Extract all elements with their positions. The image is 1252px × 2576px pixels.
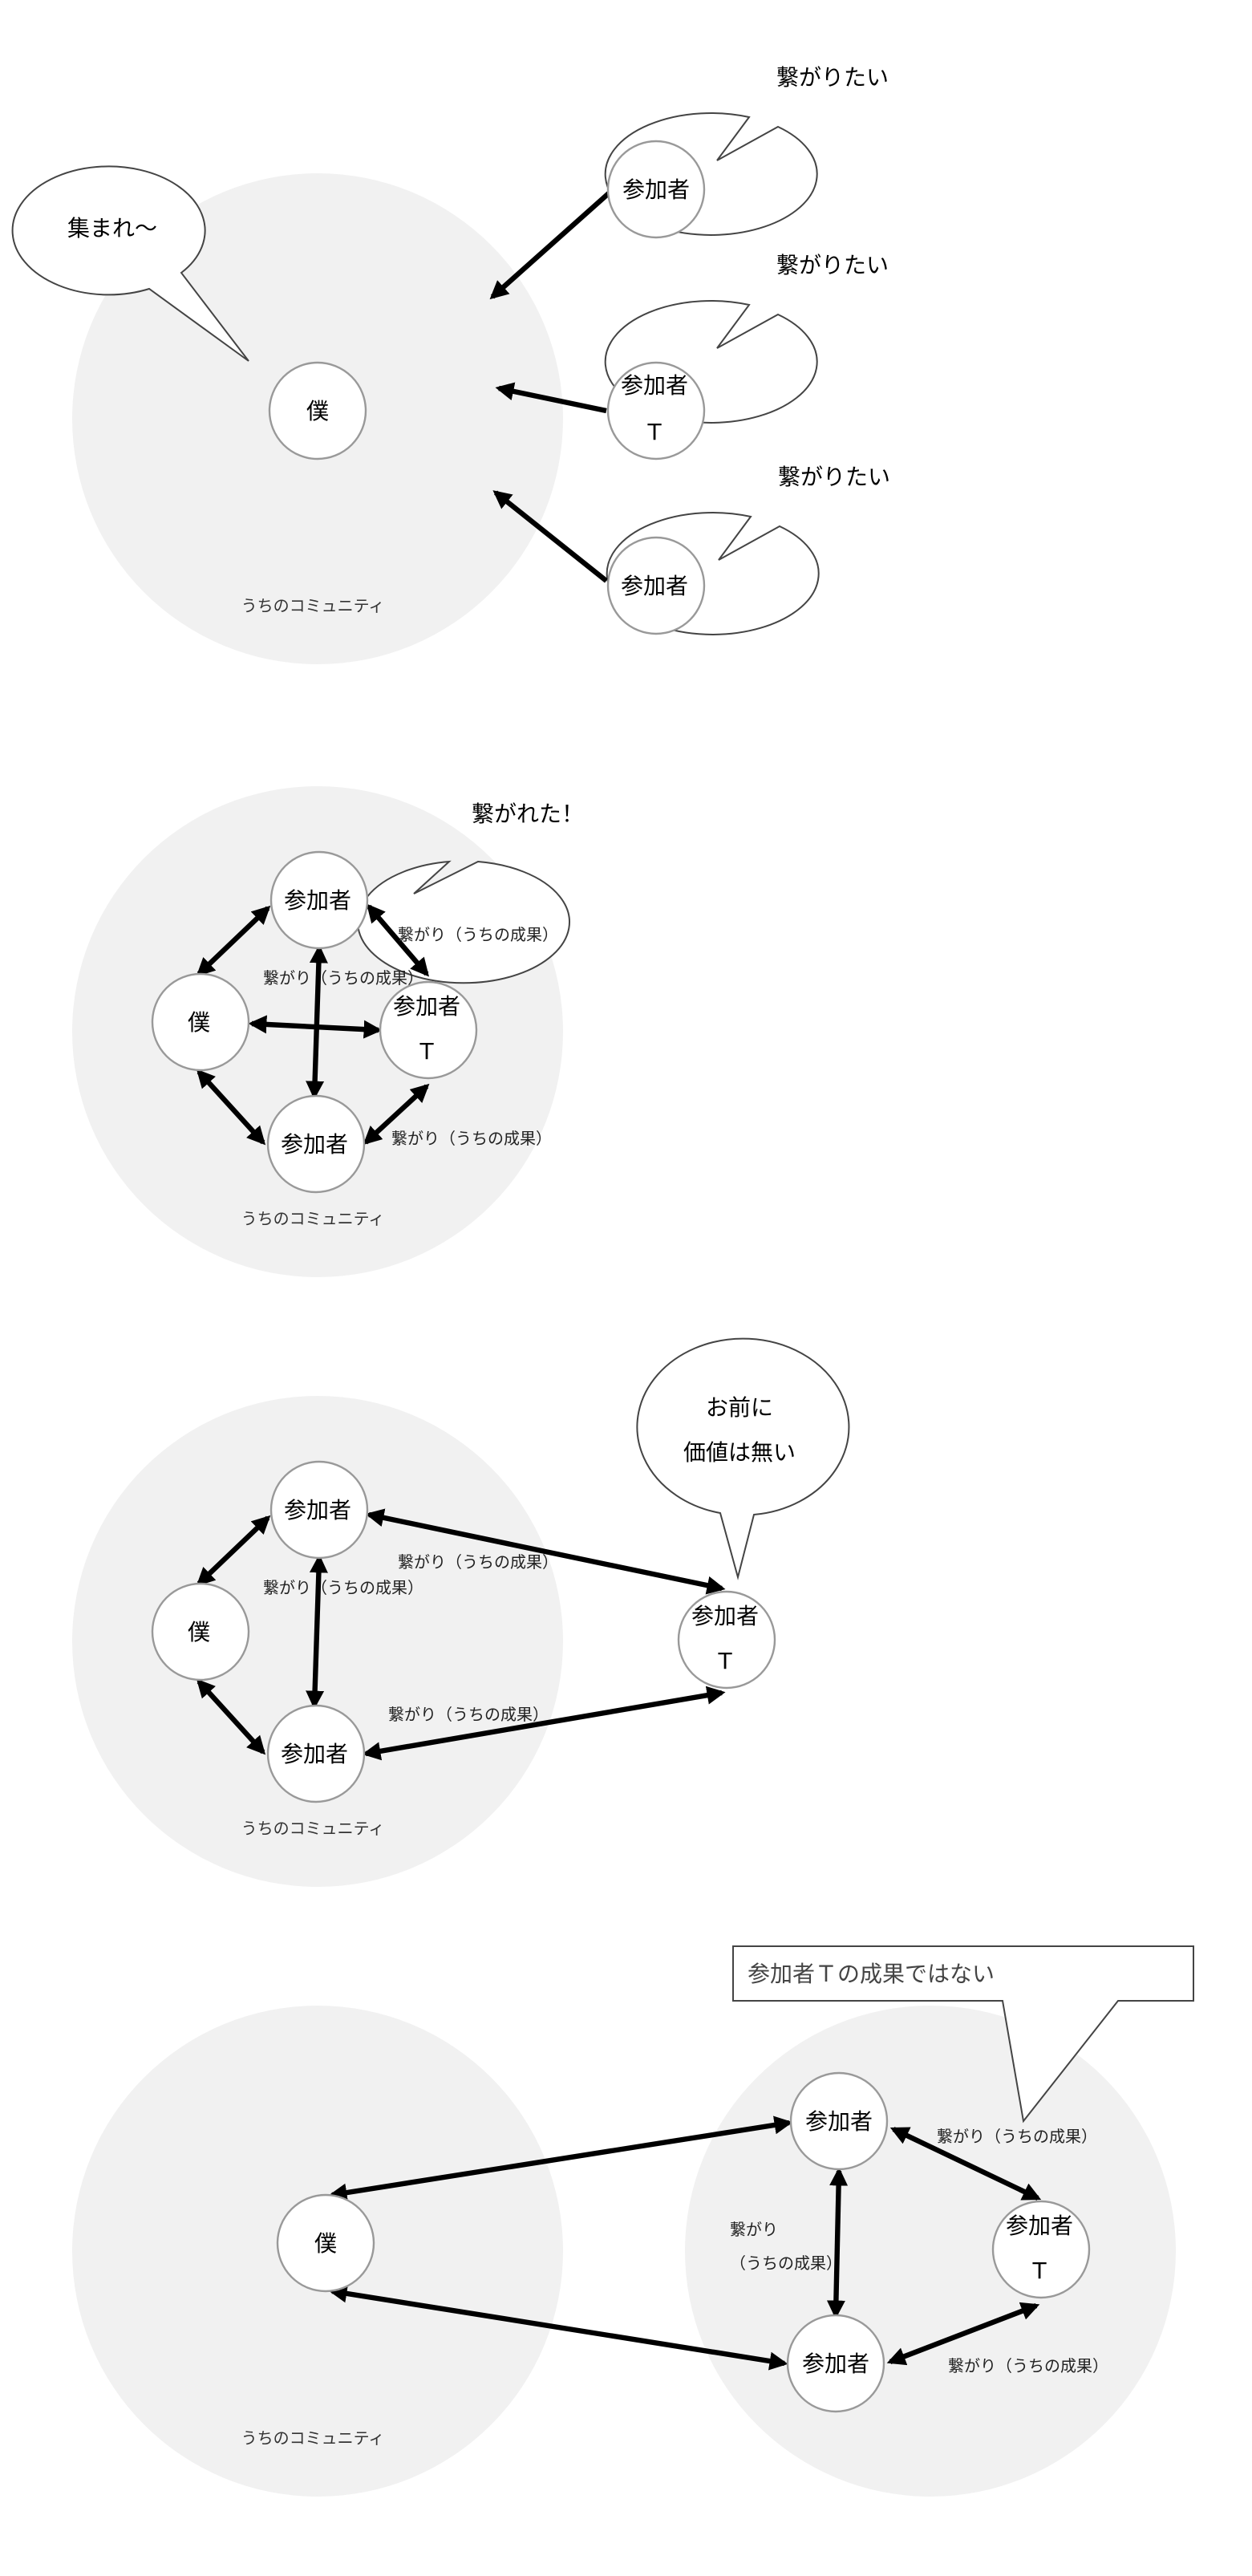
node-label: 参加者 (281, 1131, 348, 1158)
node-label: 参加者 (393, 993, 460, 1020)
node-participant (269, 850, 369, 950)
edge-label: 繋がり（うちの成果） (398, 1552, 558, 1572)
connection-arrow (365, 1508, 726, 1595)
edge-label: 繋がり（うちの成果） (263, 1578, 423, 1597)
node-me (268, 361, 367, 460)
node-label-t: T (717, 1648, 732, 1674)
arrow (495, 382, 607, 414)
connection-arrow (886, 2302, 1040, 2366)
bubble-text: 繋がれた！ (472, 801, 584, 827)
node-participant-t (606, 361, 706, 460)
callout-text: 参加者Ｔの成果ではない (748, 1961, 995, 1987)
callout-box (732, 1945, 1194, 2124)
bubble-text: 集まれ〜 (67, 215, 157, 241)
node-label: 参加者 (621, 372, 688, 399)
edge-label: 繋がり (730, 2220, 778, 2239)
other-community-circle (685, 2006, 1176, 2497)
node-participant-t (379, 980, 478, 1080)
node-label: 参加者 (621, 573, 688, 599)
connection-arrow (196, 905, 271, 977)
connection-arrow (196, 1515, 271, 1587)
bubble-text: 価値は無い (683, 1439, 796, 1466)
arrow (492, 490, 608, 583)
connection-arrow (306, 1554, 328, 1710)
node-participant (789, 2071, 889, 2171)
community-label: うちのコミュニティ (241, 596, 385, 615)
panel-rejected: うちのコミュニティ お前に 価値は無い 繋がり（うちの成果） 繋がり（うちの成果… (72, 1337, 850, 1887)
node-participant (606, 536, 706, 635)
node-label: 参加者 (805, 2108, 873, 2135)
bubble-text: 繋がりたい (776, 252, 889, 278)
bubble-text: 繋がりたい (778, 464, 890, 490)
bubble-text: 繋がりたい (776, 64, 889, 91)
edge-label: 繋がり（うちの成果） (948, 2356, 1108, 2375)
connection-arrow (367, 903, 429, 977)
connection-arrow (328, 2284, 788, 2371)
node-label-t: T (1031, 2258, 1047, 2284)
connection-arrow (363, 1083, 430, 1146)
community-label: うちのコミュニティ (241, 1819, 385, 1838)
node-label: 参加者 (284, 887, 351, 914)
node-label: 参加者 (281, 1741, 348, 1767)
node-label-t: T (646, 419, 662, 445)
connection-arrow (306, 944, 328, 1100)
edge-label: 繋がり（うちの成果） (388, 1705, 549, 1724)
node-label: 僕 (188, 1009, 210, 1036)
speech-bubble (636, 1337, 850, 1580)
node-participant-t (991, 2200, 1091, 2299)
community-label: うちのコミュニティ (241, 2428, 385, 2448)
panel-connected: うちのコミュニティ 繋がれた！ 繋がり（うちの成果） 繋がり（うちの成果） 繋が… (72, 786, 584, 1277)
node-participant (786, 2314, 885, 2413)
node-participant (266, 1704, 366, 1803)
node-label: 参加者 (284, 1497, 351, 1523)
edge-label: 繋がり（うちの成果） (263, 968, 423, 988)
node-label: 参加者 (802, 2351, 869, 2377)
edge-label: （うちの成果） (730, 2253, 842, 2273)
arrow (489, 190, 612, 300)
node-participant-t (677, 1590, 776, 1690)
connection-arrow (196, 1069, 266, 1146)
node-label: 参加者 (691, 1603, 759, 1629)
node-label: 参加者 (1006, 2213, 1073, 2239)
node-label: 僕 (314, 2230, 337, 2257)
node-participant (266, 1094, 366, 1194)
edge-label: 繋がり（うちの成果） (937, 2127, 1097, 2146)
node-participant (606, 140, 706, 239)
speech-bubble (357, 860, 570, 984)
node-label-t: T (419, 1038, 434, 1065)
speech-bubble (11, 165, 249, 362)
connection-arrow (362, 1686, 726, 1761)
connection-arrow (196, 1678, 266, 1755)
connection-arrow (328, 2116, 793, 2202)
edge-label: 繋がり（うちの成果） (391, 1129, 552, 1148)
node-me (151, 1582, 250, 1681)
node-label: 僕 (188, 1619, 210, 1645)
node-me (276, 2193, 375, 2293)
panel-separate-communities: うちのコミュニティ 参加者Ｔの成果ではない 繋がり（うちの成果） 繋がり （うち… (72, 1945, 1194, 2497)
edge-label: 繋がり（うちの成果） (398, 925, 558, 944)
node-label: 参加者 (622, 176, 690, 203)
node-me (151, 972, 250, 1072)
bubble-text: お前に (706, 1394, 773, 1421)
connection-arrow (889, 2127, 1042, 2201)
connection-arrow (826, 2167, 849, 2319)
node-participant (269, 1460, 369, 1560)
node-label: 僕 (306, 398, 329, 424)
community-label: うちのコミュニティ (241, 1209, 385, 1228)
panel-gathering: うちのコミュニティ 集まれ〜 繋がりたい 繋がりたい 繋がりたい 僕 参加者 参… (11, 64, 890, 664)
